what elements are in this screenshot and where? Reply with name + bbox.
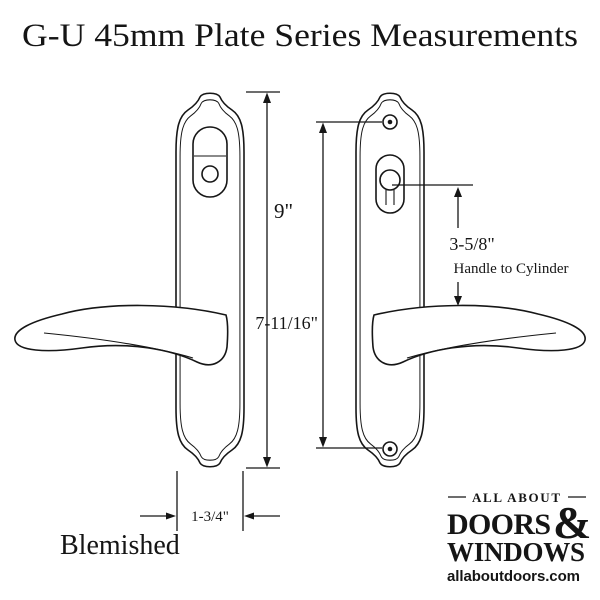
logo-tagline: ALL ABOUT <box>472 490 562 505</box>
page-title: G-U 45mm Plate Series Measurements <box>22 18 578 54</box>
handle-to-cylinder-caption: Handle to Cylinder <box>454 261 569 277</box>
top-screw <box>382 114 398 130</box>
thumbturn-oval <box>192 126 228 198</box>
right-handle-contour <box>406 332 557 359</box>
thumbturn-knob <box>201 165 219 183</box>
left-lever-handle <box>14 304 229 366</box>
cylinder-cutout <box>375 154 405 214</box>
dim-plate-height: 9" <box>246 91 293 469</box>
arrow-down-icon <box>319 437 327 448</box>
arrow-up-icon <box>454 187 462 197</box>
blemished-note: Blemished <box>60 530 180 561</box>
handle-to-cylinder-value: 3-5/8" <box>449 234 494 254</box>
dim-handle-to-cylinder: 3-5/8" Handle to Cylinder <box>392 184 569 306</box>
arrow-down-icon <box>263 457 271 468</box>
logo-website-url: allaboutdoors.com <box>447 568 580 585</box>
logo-word-windows: WINDOWS <box>447 537 585 567</box>
left-plate <box>14 92 245 468</box>
right-handle-body <box>371 304 586 366</box>
logo-word-doors: DOORS <box>447 508 551 541</box>
right-plate-outline <box>355 92 425 468</box>
left-handle-body <box>14 304 229 366</box>
arrow-left-icon <box>244 512 254 520</box>
right-plate <box>355 92 586 468</box>
left-thumbturn <box>192 126 228 198</box>
bottom-screw-dot <box>387 446 393 452</box>
dim-screw-spacing: 7-11/16" <box>255 121 382 449</box>
plate-height-label: 9" <box>274 199 293 223</box>
dim-plate-width: 1-3/4" <box>140 471 280 531</box>
left-handle-contour <box>43 332 194 359</box>
bottom-screw <box>382 441 398 457</box>
arrow-right-icon <box>166 512 176 520</box>
screw-spacing-label: 7-11/16" <box>255 313 318 333</box>
top-screw-dot <box>387 119 393 125</box>
arrow-up-icon <box>263 92 271 103</box>
vendor-logo: ALL ABOUT DOORS & WINDOWS allaboutdoors.… <box>447 490 591 585</box>
plate-width-label: 1-3/4" <box>191 509 229 525</box>
logo-ampersand: & <box>553 497 591 548</box>
arrow-down-icon <box>454 296 462 306</box>
cylinder-circle <box>379 169 401 191</box>
right-lever-handle <box>371 304 586 366</box>
arrow-up-icon <box>319 122 327 133</box>
